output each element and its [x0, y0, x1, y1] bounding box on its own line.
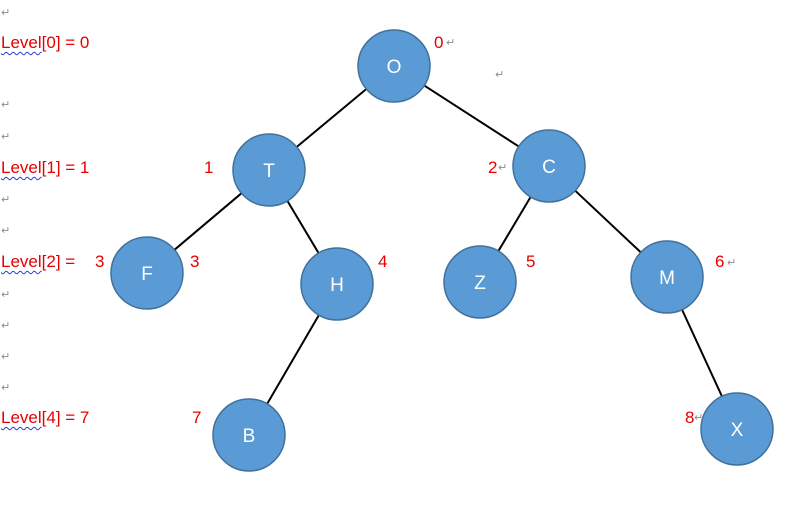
paragraph-mark: ↵	[694, 412, 704, 424]
edge-O-C	[422, 83, 521, 149]
paragraph-mark: ↵	[1, 320, 11, 332]
paragraph-mark: ↵	[1, 289, 11, 301]
edge-C-Z	[496, 194, 533, 254]
level-word: Level	[1, 33, 42, 52]
node-label: O	[387, 57, 402, 78]
level-4-label: Level[4] = 7	[1, 408, 89, 428]
node-B: B	[212, 398, 286, 472]
node-label: C	[542, 157, 556, 178]
edge-T-H	[285, 198, 321, 256]
node-H: H	[300, 247, 374, 321]
node-circle	[443, 245, 517, 319]
edge-O-T	[294, 86, 369, 150]
node-circle	[110, 236, 184, 310]
paragraph-mark: ↵	[1, 99, 11, 111]
paragraph-mark: ↵	[1, 382, 11, 394]
index-M: 6	[715, 252, 725, 271]
level-rest: [0] = 0	[41, 33, 90, 52]
level-rest: [2] =	[41, 252, 76, 271]
level-2-label: Level[2] =	[1, 252, 75, 272]
node-label: B	[243, 426, 256, 447]
node-T: T	[232, 133, 306, 207]
node-label: F	[141, 264, 153, 285]
node-label: X	[731, 420, 744, 441]
index-F-left: 3	[95, 252, 105, 271]
paragraph-mark: ↵	[1, 225, 11, 237]
node-label: H	[330, 275, 344, 296]
node-circle	[630, 240, 704, 314]
node-M: M	[630, 240, 704, 314]
index-C: 2	[488, 158, 498, 177]
index-X: 8	[685, 408, 695, 427]
index-Z: 5	[526, 252, 536, 271]
level-word: Level	[1, 408, 42, 427]
paragraph-mark: ↵	[1, 351, 11, 363]
edges	[172, 83, 724, 407]
level-1-label: Level[1] = 1	[1, 158, 89, 178]
index-F: 3	[190, 252, 200, 271]
paragraph-mark: ↵	[727, 257, 737, 269]
edge-C-M	[573, 188, 643, 255]
index-O: 0	[434, 33, 444, 52]
paragraph-mark: ↵	[446, 37, 456, 49]
paragraph-mark: ↵	[1, 131, 11, 143]
level-rest: [1] = 1	[41, 158, 90, 177]
level-word: Level	[1, 252, 42, 271]
node-circle	[700, 392, 774, 466]
index-T: 1	[204, 158, 214, 177]
node-circle	[300, 247, 374, 321]
paragraph-mark: ↵	[1, 7, 11, 19]
edge-T-F	[172, 191, 244, 252]
node-circle	[512, 129, 586, 203]
node-label: Z	[474, 273, 486, 294]
node-label: M	[659, 268, 675, 289]
paragraph-mark: ↵	[498, 162, 508, 174]
level-0-label: Level[0] = 0	[1, 33, 89, 53]
node-F: F	[110, 236, 184, 310]
level-rest: [4] = 7	[41, 408, 90, 427]
node-circle	[357, 29, 431, 103]
level-word: Level	[1, 158, 42, 177]
node-C: C	[512, 129, 586, 203]
index-B: 7	[192, 408, 202, 427]
paragraph-mark: ↵	[495, 69, 505, 81]
node-label: T	[263, 161, 275, 182]
index-H: 4	[378, 252, 388, 271]
node-circle	[232, 133, 306, 207]
node-O: O	[357, 29, 431, 103]
paragraph-mark: ↵	[1, 194, 11, 206]
node-Z: Z	[443, 245, 517, 319]
edge-H-B	[265, 312, 321, 407]
edge-M-X	[680, 307, 724, 399]
node-circle	[212, 398, 286, 472]
node-X: X	[700, 392, 774, 466]
